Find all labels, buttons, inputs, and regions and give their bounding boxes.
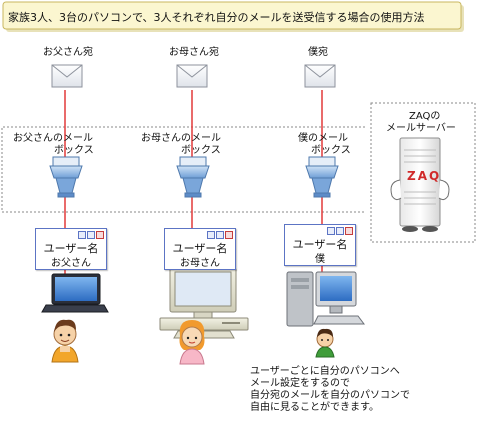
user-card-name: 僕 (315, 254, 325, 265)
mailbox-band (1, 102, 476, 243)
window-buttons (326, 227, 353, 235)
server-dashed-frame (370, 102, 476, 243)
father-figure-icon (51, 319, 79, 363)
user-card-mother: ユーザー名 お母さん (164, 228, 236, 270)
user-card-name: お父さん (51, 258, 91, 269)
mailbox-tray-icon-father (49, 156, 83, 198)
tower-computer-icon (286, 271, 365, 327)
son-figure-icon (315, 328, 335, 358)
laptop-icon (41, 273, 109, 313)
envelope-icon-son (304, 64, 336, 88)
mailbox-label-father: お父さんのメール (13, 133, 93, 144)
recipient-label-son: 僕宛 (308, 47, 328, 58)
recipient-label-father: お父さん宛 (43, 47, 93, 58)
envelope-icon-mother (176, 64, 208, 88)
recipient-label-mother: お母さん宛 (169, 47, 219, 58)
desktop-computer-icon (159, 267, 249, 339)
user-card-father: ユーザー名 お父さん (35, 228, 107, 270)
mailbox-sublabel-father: ボックス (54, 145, 94, 156)
mailbox-tray-icon-mother (176, 156, 210, 198)
page-title: 家族3人、3台のパソコンで、3人それぞれ自分のメールを送受信する場合の使用方法 (8, 11, 425, 24)
mailbox-label-son: 僕のメール (298, 133, 348, 144)
mailbox-sublabel-mother: ボックス (181, 145, 221, 156)
title-box (2, 1, 464, 32)
window-buttons (206, 231, 233, 239)
mailbox-sublabel-son: ボックス (311, 145, 351, 156)
window-buttons (77, 231, 104, 239)
explanation-note: ユーザーごとに自分のパソコンへ メール設定をするので 自分宛のメールを自分のパソ… (250, 366, 410, 413)
mother-figure-icon (179, 320, 205, 365)
server-label: ZAQの (409, 111, 441, 122)
server-logo: ZAQ (407, 169, 442, 183)
user-card-name: お母さん (180, 258, 220, 269)
user-card-title: ユーザー名 (43, 242, 99, 255)
user-card-title: ユーザー名 (172, 242, 228, 255)
user-card-son: ユーザー名 僕 (284, 224, 356, 266)
server-sublabel: メールサーバー (386, 123, 456, 134)
envelope-icon-father (51, 64, 83, 88)
mailbox-tray-icon-son (305, 156, 339, 198)
mail-server-icon (390, 137, 450, 232)
mailbox-label-mother: お母さんのメール (141, 133, 221, 144)
user-card-title: ユーザー名 (292, 238, 348, 251)
